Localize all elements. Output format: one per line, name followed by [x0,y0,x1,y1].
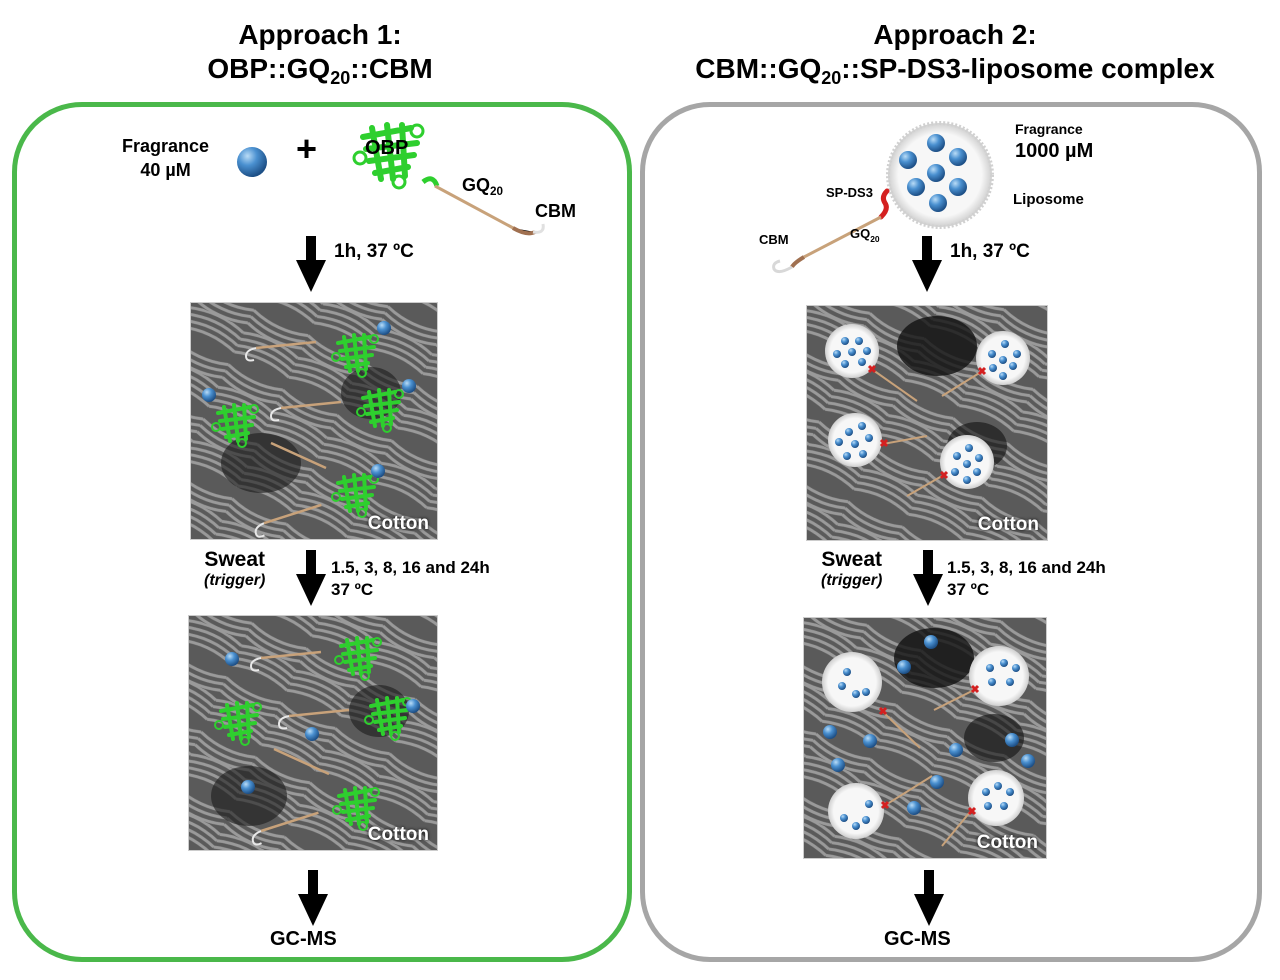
title-text: OBP::GQ [207,53,331,84]
cbm-label: CBM [535,201,576,221]
cbm-linker-icon [772,188,890,274]
step2-temperature: 37 ºC [947,580,990,599]
step1-label: 1h, 37 ºC [950,241,1030,262]
title-text: ::CBM [350,53,433,84]
cotton-panel-before: Cotton [190,302,438,540]
gq20-label: GQ20 [850,226,880,244]
title-text: CBM::GQ [695,53,822,84]
gq-subscript: 20 [490,185,504,198]
step1-label: 1h, 37 ºC [334,241,414,262]
liposome-label: Liposome [1013,191,1084,208]
plus-sign: + [296,128,318,169]
arrow-down-icon [912,236,942,292]
cotton-panel-after: Cotton [803,617,1047,859]
fragrance-bead-icon [237,147,267,177]
gq-subscript: 20 [870,234,880,244]
step2-label: 1.5, 3, 8, 16 and 24h 37 ºC [947,557,1106,601]
cotton-label: Cotton [976,832,1038,853]
cotton-panel-after: Cotton [188,615,438,851]
approach2-panel [640,102,1262,962]
fragrance-label: Fragrance 40 µM [122,134,209,182]
liposome-icon [886,121,994,229]
arrow-down-icon [914,870,944,926]
spds3-label: SP-DS3 [826,185,873,200]
approach2-title-line2: CBM::GQ20::SP-DS3-liposome complex [640,52,1270,95]
cotton-label: Cotton [367,824,429,845]
title-subscript: 20 [330,68,351,88]
cotton-label: Cotton [977,514,1039,535]
cotton-label: Cotton [367,513,429,534]
gq-text: GQ [850,226,871,241]
fragrance-concentration: 1000 µM [1015,140,1094,162]
approach2-title-line1: Approach 2: [873,19,1037,50]
approach1-title: Approach 1: OBP::GQ20::CBM [170,18,470,95]
sweat-label: Sweat (trigger) [204,548,265,590]
gq20-label: GQ20 [462,175,503,198]
obp-label: OBP [365,137,409,159]
approach2-title: Approach 2: CBM::GQ20::SP-DS3-liposome c… [640,18,1270,95]
cotton-panel-before: Cotton [806,305,1048,541]
obp-protein-icon [335,104,545,236]
step2-times: 1.5, 3, 8, 16 and 24h [331,558,490,577]
gcms-label: GC-MS [884,928,951,950]
arrow-down-icon [913,550,943,606]
fragrance-text: Fragrance [122,136,210,156]
sweat-text: Sweat [204,548,266,571]
approach1-title-line2: OBP::GQ20::CBM [170,52,470,95]
title-text: ::SP-DS3-liposome complex [841,53,1215,84]
arrow-down-icon [296,236,326,292]
title-subscript: 20 [821,68,842,88]
approach1-panel [12,102,632,962]
step2-label: 1.5, 3, 8, 16 and 24h 37 ºC [331,557,490,601]
cbm-label: CBM [759,232,789,247]
step2-times: 1.5, 3, 8, 16 and 24h [947,558,1106,577]
approach1-title-line1: Approach 1: [238,19,402,50]
sweat-label: Sweat (trigger) [821,548,882,590]
gcms-label: GC-MS [270,928,337,950]
gq-text: GQ [462,175,491,195]
arrow-down-icon [296,550,326,606]
trigger-text: (trigger) [204,572,266,589]
fragrance-text: Fragrance [1015,121,1083,137]
step2-temperature: 37 ºC [331,580,374,599]
arrow-down-icon [298,870,328,926]
trigger-text: (trigger) [821,572,883,589]
liposome-icon [825,324,1030,489]
fragrance-label: Fragrance 1000 µM [1015,118,1093,162]
fragrance-concentration: 40 µM [140,160,191,180]
sweat-text: Sweat [821,548,883,571]
